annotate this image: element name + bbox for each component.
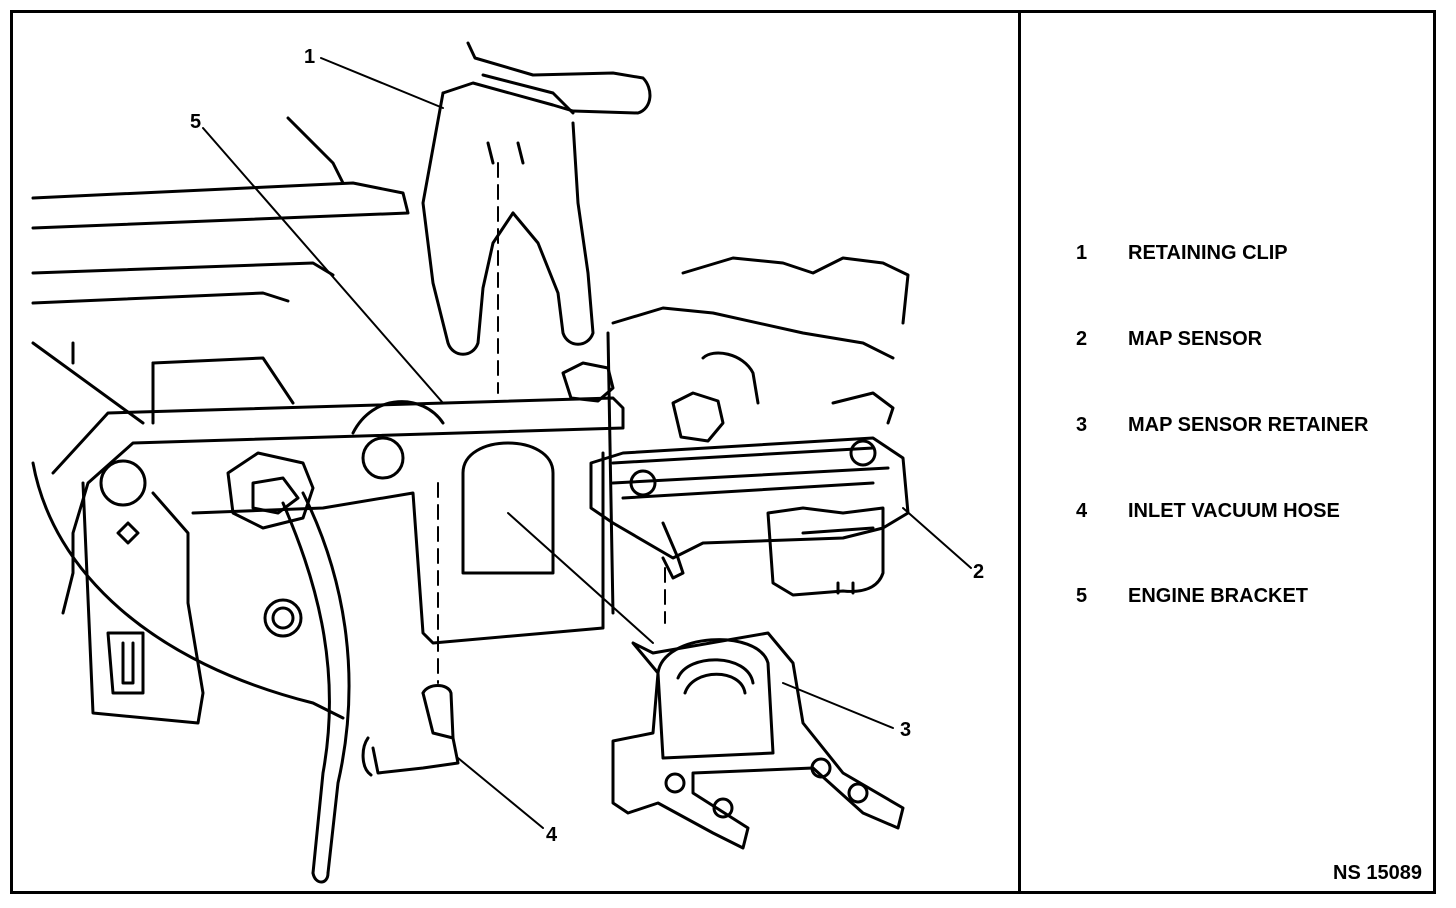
legend-item-inlet-vacuum-hose: 4 INLET VACUUM HOSE [1076,500,1340,523]
panel-divider [1018,10,1021,894]
map-sensor [589,436,910,597]
legend-item-map-sensor-retainer: 3 MAP SENSOR RETAINER [1076,414,1368,437]
legend-number: 1 [1076,242,1088,264]
legend-label: MAP SENSOR [1128,328,1263,350]
legend-number: 3 [1076,414,1088,436]
callout-leaders [202,57,972,829]
legend-label: INLET VACUUM HOSE [1128,500,1340,522]
leader-4 [457,757,544,829]
exploded-view-drawing: 1 2 3 4 5 [31,41,984,884]
legend-item-retaining-clip: 1 RETAINING CLIP [1076,242,1288,265]
diagram-frame [10,10,1436,894]
map-sensor-retainer [611,631,905,850]
legend-number: 2 [1076,328,1088,350]
legend-label: RETAINING CLIP [1128,242,1288,264]
legend-item-engine-bracket: 5 ENGINE BRACKET [1076,585,1308,608]
legend-label: ENGINE BRACKET [1128,585,1309,607]
leader-2 [902,507,972,569]
legend-label: MAP SENSOR RETAINER [1128,414,1369,436]
leader-3 [782,682,894,729]
assembly-center-lines [437,162,666,684]
leader-1 [320,57,444,109]
legend-item-map-sensor: 2 MAP SENSOR [1076,328,1262,351]
engine-bracket [51,356,625,725]
callout-number-5: 5 [190,111,201,133]
legend-number: 5 [1076,585,1088,607]
inlet-vacuum-hose [281,491,460,884]
figure-id: NS 15089 [1333,862,1422,884]
engine-background [31,116,910,720]
callout-number-1: 1 [304,46,315,68]
bracket-bolts [226,351,760,530]
retaining-clip [421,41,652,356]
callout-number-2: 2 [973,561,984,583]
legend-number: 4 [1076,500,1088,522]
leader-bracket-window [507,512,654,644]
callout-number-3: 3 [900,719,911,741]
callout-number-4: 4 [546,824,558,846]
callout-numbers: 1 2 3 4 5 [190,46,984,846]
leader-5 [202,127,444,404]
